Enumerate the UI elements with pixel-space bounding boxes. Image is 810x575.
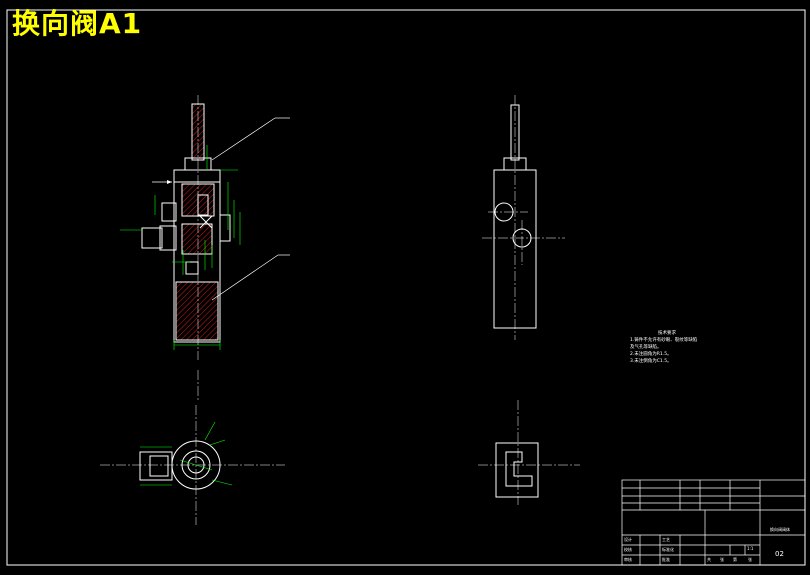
- side-view: [482, 95, 565, 340]
- title-block-label: 标准化: [662, 547, 674, 552]
- title-block-label: 批准: [662, 557, 670, 562]
- title-block-label: 共: [707, 557, 711, 562]
- top-view: [100, 405, 285, 525]
- drawing-title: 换向阀A1: [12, 7, 143, 40]
- tech-req-item: 2.未注圆角为R1.5。: [630, 352, 672, 357]
- front-section-view: [141, 95, 290, 400]
- tech-req-item: 及气孔等缺陷。: [630, 345, 662, 350]
- tech-req-item: 1.铸件不允许有砂眼、裂纹等缺陷: [630, 338, 698, 343]
- technical-requirements: 技术要求 1.铸件不允许有砂眼、裂纹等缺陷 及气孔等缺陷。 2.未注圆角为R1.…: [630, 330, 697, 365]
- title-block-part-name: 换向阀阀体: [770, 527, 790, 532]
- top-view-dimensions: [140, 421, 233, 486]
- title-block-label: 校核: [624, 547, 632, 552]
- title-block-label: 审核: [624, 557, 632, 562]
- section-a-view: [478, 400, 580, 505]
- title-block-label: 第: [733, 557, 737, 562]
- title-block-scale: 1:1: [747, 546, 754, 551]
- drawing-frame: [6, 9, 806, 566]
- title-block-label: 工艺: [662, 537, 670, 542]
- title-block-label: 张: [748, 557, 752, 562]
- tech-req-heading: 技术要求: [658, 331, 676, 336]
- tech-req-item: 3.未注倒角为C1.5。: [630, 359, 672, 364]
- title-block: [621, 479, 806, 566]
- title-block-label: 张: [720, 557, 724, 562]
- front-view-dimensions: [120, 145, 241, 350]
- title-block-drawing-no: 02: [775, 550, 784, 558]
- title-block-label: 设计: [624, 537, 632, 542]
